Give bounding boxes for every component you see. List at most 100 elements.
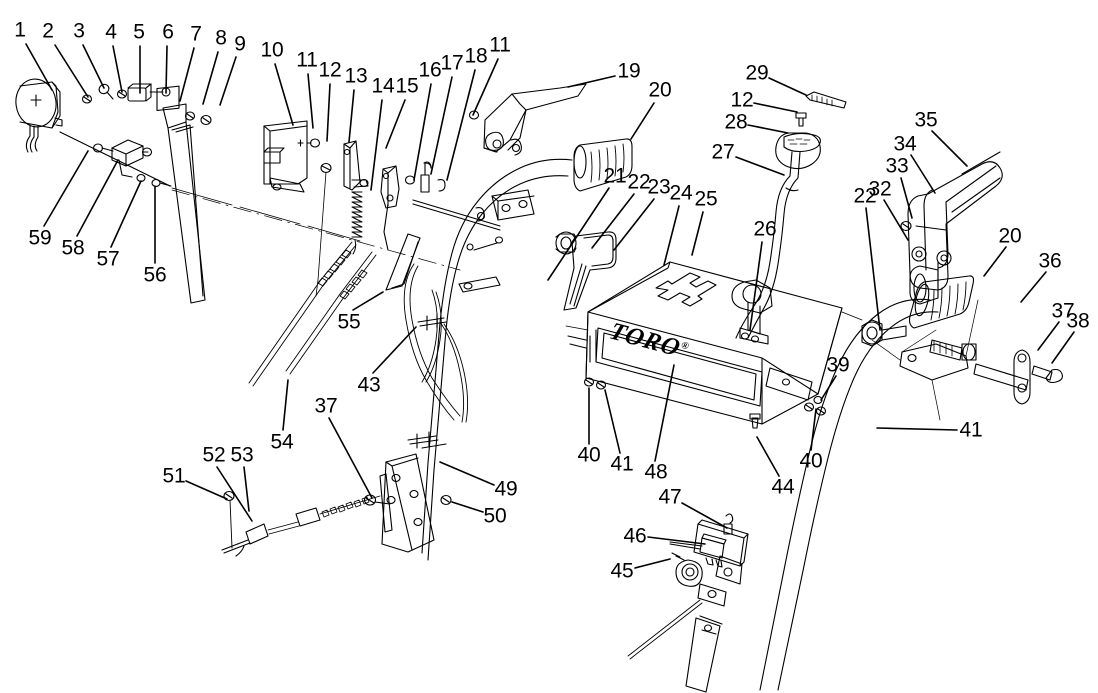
callout-22b: 22 bbox=[853, 184, 877, 208]
part-20-grip-left bbox=[573, 138, 633, 192]
callout-57: 57 bbox=[96, 247, 120, 271]
leader-line-8 bbox=[202, 51, 219, 105]
leader-line-34 bbox=[910, 154, 936, 194]
leader-line-20 bbox=[630, 102, 655, 140]
leader-line-33 bbox=[900, 177, 913, 219]
callout-29: 29 bbox=[745, 61, 769, 85]
leader-line-12b bbox=[753, 102, 798, 113]
callout-13: 13 bbox=[344, 64, 368, 88]
callout-40b: 40 bbox=[799, 449, 823, 473]
callout-19: 19 bbox=[617, 59, 641, 83]
part-13-lever-and-spring-14 bbox=[343, 140, 369, 255]
leader-line-21 bbox=[547, 187, 610, 281]
leader-line-26 bbox=[749, 241, 763, 331]
callout-54: 54 bbox=[270, 430, 294, 454]
callout-6: 6 bbox=[162, 20, 174, 44]
callout-11: 11 bbox=[296, 48, 318, 72]
part-49-lower-plate bbox=[379, 453, 435, 553]
leader-line-38 bbox=[1051, 331, 1075, 364]
callout-44: 44 bbox=[771, 475, 795, 499]
part-29-screw bbox=[805, 91, 847, 109]
leader-line-12 bbox=[326, 83, 331, 142]
leader-line-46 bbox=[647, 536, 706, 545]
callout-9: 9 bbox=[234, 32, 246, 56]
fasteners-56-57 bbox=[136, 173, 172, 188]
callout-59: 59 bbox=[28, 226, 52, 250]
leader-line-27 bbox=[735, 156, 785, 176]
leader-line-57 bbox=[110, 180, 142, 248]
callout-1: 1 bbox=[14, 18, 26, 42]
callout-46: 46 bbox=[623, 524, 647, 548]
leader-line-45 bbox=[634, 558, 671, 569]
part-55-plate bbox=[385, 233, 421, 291]
wire-harness bbox=[403, 263, 469, 423]
part-22-bolt-left bbox=[861, 319, 907, 347]
cable-51-52 bbox=[221, 490, 381, 557]
leader-line-15 bbox=[385, 99, 406, 149]
callout-40a: 40 bbox=[577, 443, 601, 467]
part-35-lever bbox=[907, 151, 1003, 291]
callout-49: 49 bbox=[494, 477, 518, 501]
callout-23: 23 bbox=[647, 175, 671, 199]
handle-upper-bracket bbox=[458, 189, 535, 293]
part-12b-washer bbox=[795, 112, 807, 127]
leader-line-43 bbox=[372, 326, 417, 374]
callout-45: 45 bbox=[610, 559, 634, 583]
leader-line-35 bbox=[931, 130, 968, 167]
fasteners-2-to-9 bbox=[81, 83, 212, 126]
callout-41a: 41 bbox=[610, 452, 634, 476]
handlebar-left-tube bbox=[421, 158, 573, 561]
part-19-yoke bbox=[468, 83, 587, 156]
leader-line-4 bbox=[112, 45, 123, 93]
callout-41b: 41 bbox=[959, 418, 983, 442]
part-15-bellcrank bbox=[380, 165, 400, 251]
leader-line-54 bbox=[282, 379, 289, 431]
callout-7: 7 bbox=[190, 22, 202, 46]
callout-12: 12 bbox=[318, 58, 342, 82]
leader-line-41a bbox=[604, 389, 621, 454]
leader-line-20b bbox=[983, 246, 1007, 277]
part-50-fastener bbox=[440, 494, 452, 506]
leader-line-29 bbox=[768, 77, 807, 96]
leader-line-1 bbox=[25, 43, 53, 91]
leader-line-44 bbox=[756, 436, 780, 477]
part-drum-assembly bbox=[15, 78, 63, 153]
leader-line-32 bbox=[883, 199, 909, 241]
callout-20b: 20 bbox=[998, 224, 1022, 248]
leader-line-49 bbox=[439, 461, 495, 486]
leader-line-48 bbox=[654, 364, 675, 462]
callout-15: 15 bbox=[395, 74, 419, 98]
leader-line-14 bbox=[370, 99, 383, 191]
callout-28: 28 bbox=[724, 110, 748, 134]
callout-53: 53 bbox=[230, 443, 254, 467]
callout-52: 52 bbox=[202, 443, 226, 467]
callout-43: 43 bbox=[357, 373, 381, 397]
leader-line-11 bbox=[307, 73, 314, 129]
callout-48: 48 bbox=[644, 460, 668, 484]
leader-line-51 bbox=[185, 480, 228, 500]
leader-line-53 bbox=[243, 466, 250, 512]
fasteners-16-17-18 bbox=[404, 161, 446, 193]
leader-line-7 bbox=[179, 47, 195, 102]
leader-line-41b bbox=[876, 427, 958, 431]
part-58-linkage-bracket bbox=[92, 139, 153, 178]
part-10-shield bbox=[263, 120, 321, 193]
callout-11b: 11 bbox=[489, 33, 511, 57]
callout-20: 20 bbox=[648, 78, 672, 102]
callout-58: 58 bbox=[61, 236, 85, 260]
leader-line-58 bbox=[76, 159, 119, 237]
leader-line-18 bbox=[446, 69, 476, 181]
callout-39: 39 bbox=[826, 353, 850, 377]
callout-14: 14 bbox=[371, 74, 395, 98]
callout-36: 36 bbox=[1038, 249, 1062, 273]
callout-5: 5 bbox=[133, 20, 145, 44]
leader-line-37a bbox=[328, 417, 373, 499]
leader-line-25 bbox=[691, 211, 704, 256]
leader-line-19 bbox=[567, 75, 616, 88]
fasteners-40-41-left bbox=[583, 377, 607, 390]
callout-10: 10 bbox=[260, 38, 284, 62]
leader-line-2 bbox=[54, 44, 89, 98]
part-28-knob bbox=[775, 132, 821, 170]
